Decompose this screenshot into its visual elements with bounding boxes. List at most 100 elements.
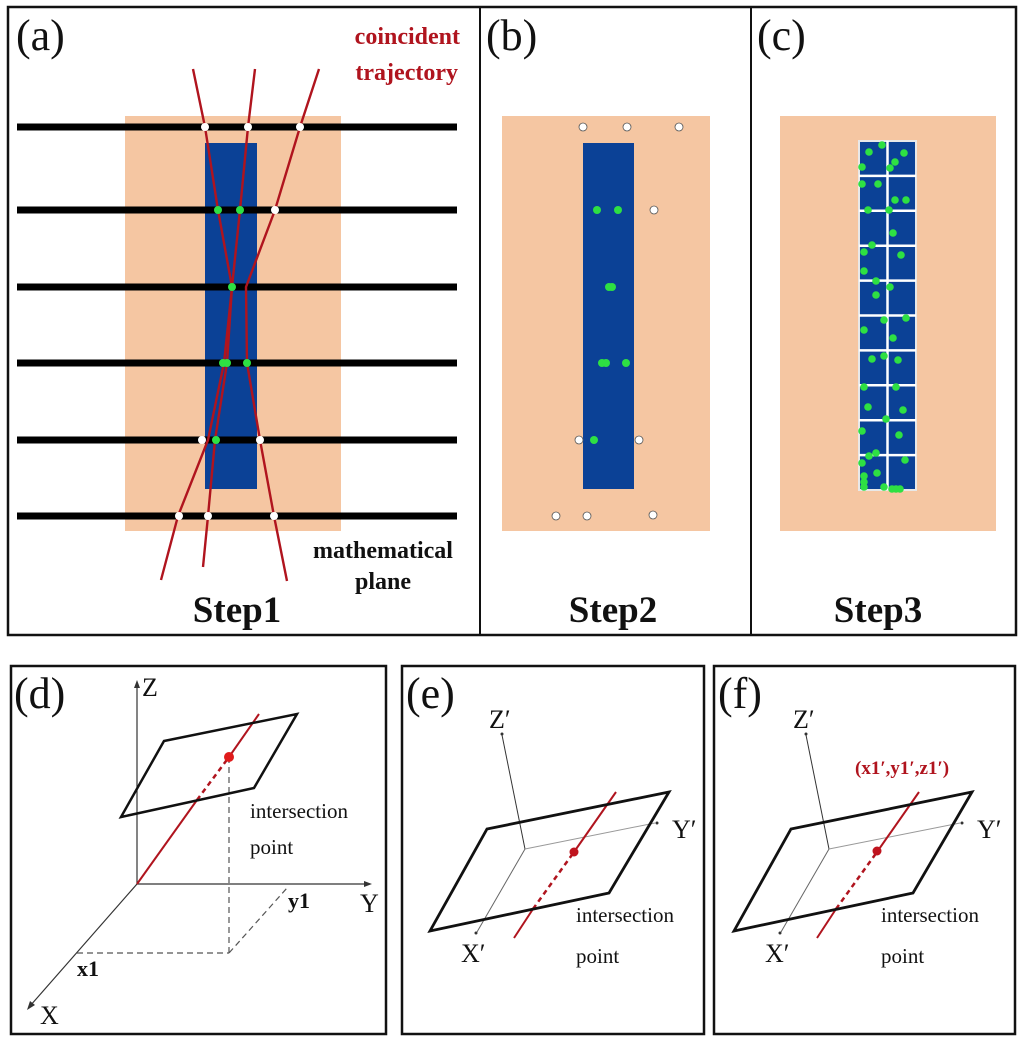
hit-in-strip xyxy=(874,180,882,188)
y-prime-axis xyxy=(828,822,961,850)
hit-outside-strip xyxy=(582,511,592,521)
hit-in-strip xyxy=(873,469,881,477)
z-prime-label: Z′ xyxy=(793,705,815,734)
annotation-plane: plane xyxy=(355,569,411,595)
hits xyxy=(551,122,684,521)
intersection-coordinate: (x1′,y1′,z1′) xyxy=(855,758,949,779)
hit-in-strip xyxy=(614,206,622,214)
hit-in-strip xyxy=(864,403,872,411)
z-prime-label: Z′ xyxy=(489,705,511,734)
hit-in-strip xyxy=(223,359,231,367)
hit-in-strip xyxy=(872,277,880,285)
hit-outside-strip xyxy=(175,512,183,520)
hit-in-strip xyxy=(858,459,866,467)
hit-outside-strip xyxy=(574,435,584,445)
hit-in-strip xyxy=(885,206,893,214)
intersection-point xyxy=(224,752,234,762)
hit-outside-strip xyxy=(648,510,658,520)
panel-f: (f) Z′ Y′ X′ (x1′,y1′,z1′) intersection … xyxy=(712,664,1017,1036)
hit-in-strip xyxy=(886,164,894,172)
hit-in-strip xyxy=(889,334,897,342)
trajectory-3 xyxy=(244,68,321,582)
intersection-note-line2: point xyxy=(576,944,619,968)
y1-tick-label: y1 xyxy=(288,888,310,913)
hit-in-strip xyxy=(896,485,904,493)
trajectory-above-plane xyxy=(573,791,617,853)
panel-b-label: (b) xyxy=(486,11,537,60)
hit-in-strip xyxy=(243,359,251,367)
mathematical-planes xyxy=(17,123,457,520)
hit-in-strip xyxy=(882,415,890,423)
z-prime-axis xyxy=(805,734,830,850)
hit-in-strip xyxy=(860,248,868,256)
panel-d-border xyxy=(9,664,388,1036)
hit-in-strip xyxy=(880,352,888,360)
panel-d-label: (d) xyxy=(14,669,65,718)
trajectory-above-plane xyxy=(876,791,920,853)
hit-outside-strip xyxy=(270,512,278,520)
hit-in-strip xyxy=(593,206,601,214)
intersection-note-line2: point xyxy=(250,835,293,859)
hit-in-strip xyxy=(858,427,866,435)
panel-a-label: (a) xyxy=(16,11,65,60)
hit-outside-strip xyxy=(634,435,644,445)
annotation-trajectory: trajectory xyxy=(355,60,458,86)
trajectory-below-plane xyxy=(816,908,837,939)
hit-in-strip xyxy=(872,291,880,299)
z-prime-axis xyxy=(501,734,526,850)
z-axis-label: Z xyxy=(142,673,158,702)
hit-in-strip xyxy=(602,359,610,367)
panel-f-border xyxy=(712,664,1017,1036)
trajectory-below-plane xyxy=(136,799,198,885)
hit-in-strip xyxy=(868,241,876,249)
trajectory-above-plane xyxy=(228,713,260,758)
panel-f-label: (f) xyxy=(718,669,762,718)
y-prime-axis xyxy=(524,822,656,850)
intersection-note-line1: intersection xyxy=(881,903,979,927)
x-axis-label: X xyxy=(40,1001,59,1030)
hit-in-strip xyxy=(889,229,897,237)
hits xyxy=(858,141,910,493)
top-outer-border xyxy=(6,5,1018,637)
detector-strip xyxy=(583,143,634,489)
hit-outside-strip xyxy=(204,512,212,520)
hit-outside-strip xyxy=(649,205,659,215)
hit-outside-strip xyxy=(198,436,206,444)
hit-in-strip xyxy=(895,431,903,439)
hits xyxy=(175,123,304,520)
hit-in-strip xyxy=(864,206,872,214)
panel-d: (d) Z Y X y1 x1 intersection point xyxy=(9,664,388,1036)
x-prime-label: X′ xyxy=(765,939,789,968)
hit-in-strip xyxy=(228,283,236,291)
hit-in-strip xyxy=(902,196,910,204)
hit-in-strip xyxy=(236,206,244,214)
y-prime-label: Y′ xyxy=(672,815,696,844)
step1-label: Step1 xyxy=(193,590,281,631)
intersection-note-line2: point xyxy=(881,944,924,968)
x-axis-arrow-icon xyxy=(27,1001,35,1010)
hit-in-strip xyxy=(860,383,868,391)
panel-a: (a) coincident trajectory mathematical p… xyxy=(16,11,460,631)
hit-in-strip xyxy=(900,149,908,157)
hit-in-strip xyxy=(894,356,902,364)
trajectory-2 xyxy=(201,68,257,568)
y-prime-label: Y′ xyxy=(977,815,1001,844)
intersection-note-line1: intersection xyxy=(250,799,348,823)
hit-in-strip xyxy=(880,316,888,324)
hit-in-strip xyxy=(868,355,876,363)
trajectories xyxy=(159,68,321,582)
trajectory-hidden xyxy=(834,851,879,910)
intersection-point xyxy=(872,846,882,856)
hit-in-strip xyxy=(902,314,910,322)
hit-in-strip xyxy=(858,180,866,188)
trajectory-hidden xyxy=(531,851,576,910)
top-row-frame xyxy=(6,5,1018,637)
hit-in-strip xyxy=(872,449,880,457)
panel-e: (e) Z′ Y′ X′ intersection point xyxy=(400,664,706,1036)
hit-outside-strip xyxy=(296,123,304,131)
hit-in-strip xyxy=(860,267,868,275)
hit-in-strip xyxy=(860,483,868,491)
hit-in-strip xyxy=(891,196,899,204)
hit-outside-strip xyxy=(256,436,264,444)
panel-c-label: (c) xyxy=(757,11,806,60)
